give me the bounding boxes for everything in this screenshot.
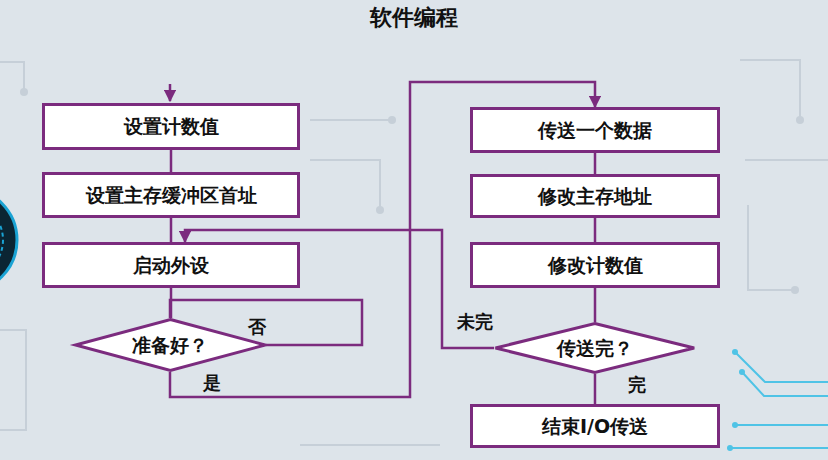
circuit-decor: [727, 445, 733, 451]
flow-connector: [170, 150, 173, 172]
circuit-decor: [796, 116, 804, 124]
circuit-decor: [732, 349, 738, 355]
node-text: 修改主存地址: [538, 185, 652, 208]
process-box: 修改主存地址: [470, 174, 720, 218]
circuit-decor: [300, 444, 440, 446]
circuit-decor: [735, 424, 828, 426]
title-bar: 软件编程: [0, 3, 828, 33]
circuit-decor: [730, 447, 828, 449]
circuit-decor: [740, 60, 800, 120]
circuit-decor: [730, 352, 828, 448]
circuit-decor: [727, 349, 745, 451]
circuit-decor: [310, 160, 380, 210]
flow-connector: [594, 288, 597, 322]
node-text: 设置计数值: [124, 115, 219, 138]
circuit-decor: [0, 62, 24, 92]
node-text: 传送完？: [557, 337, 633, 360]
flow-connector: [170, 218, 173, 242]
flow-connector: [594, 374, 597, 404]
diamond-shape: [75, 320, 265, 371]
circuit-decor: [388, 116, 396, 124]
process-box: 传送一个数据: [470, 107, 720, 153]
circuit-decor: [0, 188, 17, 292]
branch-label: 是: [201, 372, 223, 394]
circuit-decor: [745, 159, 828, 161]
circuit-decor: [310, 119, 392, 121]
process-box: 设置主存缓冲区首址: [42, 172, 300, 218]
node-text: 修改计数值: [548, 254, 643, 277]
process-box: 修改计数值: [470, 242, 720, 288]
circuit-decor: [0, 202, 3, 278]
branch-label: 否: [246, 316, 268, 338]
process-box: 启动外设: [42, 242, 300, 288]
circuit-decor: [20, 88, 804, 294]
node-text: 结束I/O传送: [542, 415, 648, 438]
process-box: 设置计数值: [42, 103, 300, 150]
decision-diamond: 传送完？: [494, 322, 696, 374]
node-text: 传送一个数据: [538, 119, 652, 142]
circuit-decor: [732, 422, 738, 428]
circuit-decor: [169, 84, 172, 101]
node-text: 准备好？: [132, 334, 208, 357]
branch-label: 未完: [455, 311, 495, 333]
circuit-decor: [20, 88, 28, 96]
circuit-decor: [742, 372, 828, 396]
circuit-decor: [376, 206, 384, 214]
circuit-decor: [0, 60, 828, 445]
process-box: 结束I/O传送: [470, 404, 720, 448]
circuit-decor: [739, 369, 745, 375]
title-text: 软件编程: [370, 5, 458, 30]
circuit-decor: [748, 205, 795, 290]
circuit-decor: [0, 330, 26, 430]
circuit-decor: [735, 352, 828, 382]
node-text: 启动外设: [133, 254, 209, 277]
diamond-shape: [496, 324, 695, 373]
branch-label: 完: [626, 374, 648, 396]
flow-connector: [594, 218, 597, 242]
decision-diamond: 准备好？: [74, 318, 267, 372]
flow-connector: [594, 153, 597, 174]
circuit-decor: [791, 286, 799, 294]
node-text: 设置主存缓冲区首址: [86, 184, 257, 207]
